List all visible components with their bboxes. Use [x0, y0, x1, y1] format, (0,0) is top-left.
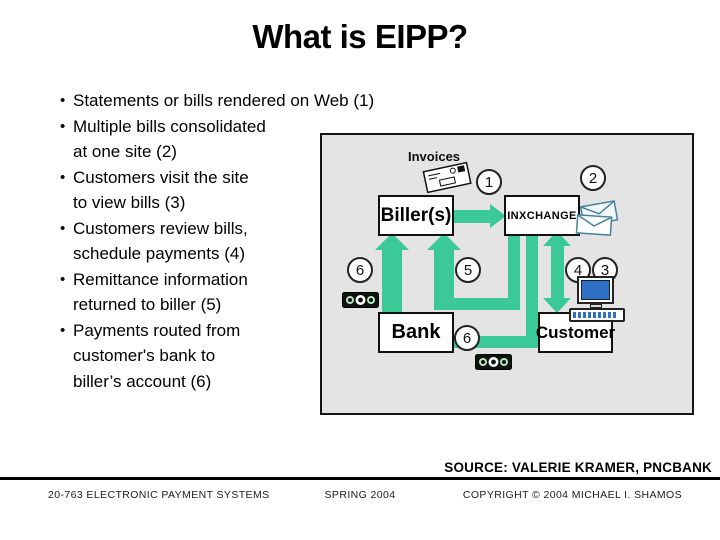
footer-divider	[0, 477, 720, 480]
step-circle-6-left: 6	[347, 257, 373, 283]
step-circle-1: 1	[476, 169, 502, 195]
bullet-list: • Statements or bills rendered on Web (1)…	[60, 88, 445, 394]
bullet-dot: •	[60, 270, 66, 288]
footer-term: SPRING 2004	[324, 489, 396, 501]
flow-arrowhead-up	[375, 233, 409, 250]
customer-label: Customer	[535, 322, 616, 342]
list-item: • Customers review bills, schedule paymen…	[60, 216, 445, 267]
step-circle-5: 5	[455, 257, 481, 283]
source-credit: SOURCE: VALERIE KRAMER, PNCBANK	[444, 460, 712, 475]
step-number: 4	[573, 261, 583, 279]
flow-bar-remittance-horizontal	[434, 298, 520, 310]
monitor-screen	[581, 280, 610, 300]
bullet-text: Payments routed from customer's bank to …	[73, 320, 241, 391]
flow-arrow-biller-to-inxchange	[454, 210, 492, 223]
flow-arrowhead-right	[490, 204, 506, 228]
computer-monitor-icon	[577, 276, 614, 304]
bullet-dot: •	[60, 219, 66, 237]
page-title: What is EIPP?	[252, 18, 468, 55]
step-number: 6	[355, 261, 365, 279]
list-item: • Statements or bills rendered on Web (1)	[60, 88, 445, 114]
bullet-text: Customers visit the site to view bills (…	[73, 167, 249, 213]
step-number: 1	[484, 173, 494, 191]
monitor-stand	[590, 304, 602, 308]
step-circle-2: 2	[580, 165, 606, 191]
flow-arrow-inxchange-customer	[551, 245, 564, 298]
bullet-dot: •	[60, 321, 66, 339]
list-item: • Multiple bills consolidated at one site…	[60, 114, 445, 165]
bullet-dot: •	[60, 92, 66, 109]
bank-label: Bank	[391, 321, 441, 343]
invoices-label: Invoices	[408, 149, 461, 164]
list-item: • Remittance information returned to bill…	[60, 267, 445, 318]
footer-copyright: COPYRIGHT © 2004 MICHAEL I. SHAMOS	[462, 489, 682, 501]
flow-arrowhead-down	[543, 298, 571, 313]
flow-arrow-bank-to-biller	[382, 249, 402, 312]
flow-arrowhead-up	[427, 233, 461, 250]
footer-course: 20-763 ELECTRONIC PAYMENT SYSTEMS	[48, 489, 270, 501]
step-circle-6-bottom: 6	[454, 325, 480, 351]
bullet-dot: •	[60, 168, 66, 186]
list-item: • Customers visit the site to view bills …	[60, 165, 445, 216]
biller-box: Biller(s)	[378, 195, 454, 236]
eipp-flow-diagram: Biller(s) INXCHANGE Bank Customer Invoic…	[320, 133, 694, 415]
inxchange-label: INXCHANGE	[507, 209, 577, 222]
bullet-text: Customers review bills, schedule payment…	[73, 218, 248, 264]
flow-bar-inxchange-down-left	[508, 234, 520, 310]
bullet-text: Statements or bills rendered on Web (1)	[73, 91, 375, 110]
step-number: 2	[588, 169, 598, 187]
step-number: 6	[462, 329, 472, 347]
bank-box: Bank	[378, 312, 454, 353]
list-item: • Payments routed from customer's bank to…	[60, 318, 445, 395]
biller-label: Biller(s)	[380, 204, 452, 226]
bullet-dot: •	[60, 117, 66, 135]
flow-arrow-remittance-to-biller	[434, 249, 454, 310]
inxchange-box: INXCHANGE	[504, 195, 580, 236]
bullet-text: Remittance information returned to bille…	[73, 269, 248, 315]
step-number: 3	[600, 261, 610, 279]
step-number: 5	[463, 261, 473, 279]
bullet-text: Multiple bills consolidated at one site …	[73, 116, 266, 162]
keyboard-icon	[569, 308, 625, 322]
flow-bar-inxchange-down-right	[526, 234, 538, 348]
keyboard-keys	[573, 312, 617, 318]
